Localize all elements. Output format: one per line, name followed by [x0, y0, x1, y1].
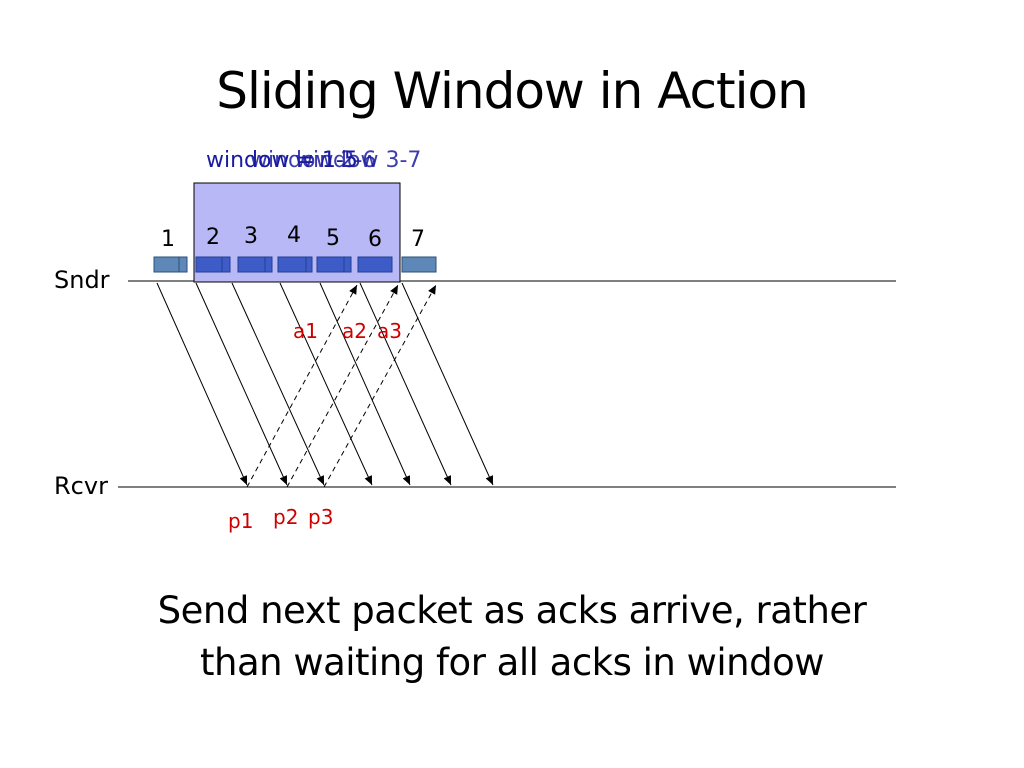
sender-label: Sndr	[54, 266, 110, 294]
window-label-1: window = 1-5	[206, 148, 358, 173]
receiver-label: Rcvr	[54, 472, 108, 500]
packet-box-7	[401, 256, 437, 273]
packet-number-4: 4	[287, 223, 301, 248]
data-arrow-6	[359, 282, 452, 486]
packet-box-6	[357, 256, 393, 273]
data-arrow-5	[319, 282, 411, 486]
ack-arrow-2	[286, 284, 399, 488]
window-label-2: window 2-6	[250, 148, 376, 173]
slide-title: Sliding Window in Action	[216, 62, 809, 120]
packet-number-7: 7	[411, 227, 425, 252]
ack-label-a3: a3	[377, 319, 402, 343]
data-arrow-4	[279, 282, 373, 486]
ack-arrow-1	[246, 284, 358, 488]
ack-arrow-3	[323, 284, 437, 488]
data-arrow-2	[195, 282, 288, 486]
data-arrow-7	[401, 282, 494, 486]
packet-box-2	[195, 256, 231, 273]
packet-number-2: 2	[206, 225, 220, 250]
slide-caption: Send next packet as acks arrive, rather …	[60, 585, 964, 689]
packet-box-3	[237, 256, 273, 273]
receipt-label-p1: p1	[228, 509, 253, 533]
packet-number-3: 3	[244, 224, 258, 249]
packet-number-1: 1	[161, 227, 175, 252]
packet-box-1	[153, 256, 188, 273]
receipt-label-p2: p2	[273, 505, 298, 529]
packet-box-5	[316, 256, 352, 273]
packet-box-4	[277, 256, 313, 273]
window-label-3: window 3-7	[295, 148, 421, 173]
packet-number-6: 6	[368, 227, 382, 252]
receipt-label-p3: p3	[308, 505, 333, 529]
ack-label-a1: a1	[293, 319, 318, 343]
caption-line-1: Send next packet as acks arrive, rather	[157, 589, 867, 632]
packet-number-5: 5	[326, 226, 340, 251]
ack-label-a2: a2	[342, 319, 367, 343]
data-arrow-3	[231, 282, 325, 486]
data-arrow-1	[156, 282, 248, 486]
caption-line-2: than waiting for all acks in window	[199, 641, 825, 684]
